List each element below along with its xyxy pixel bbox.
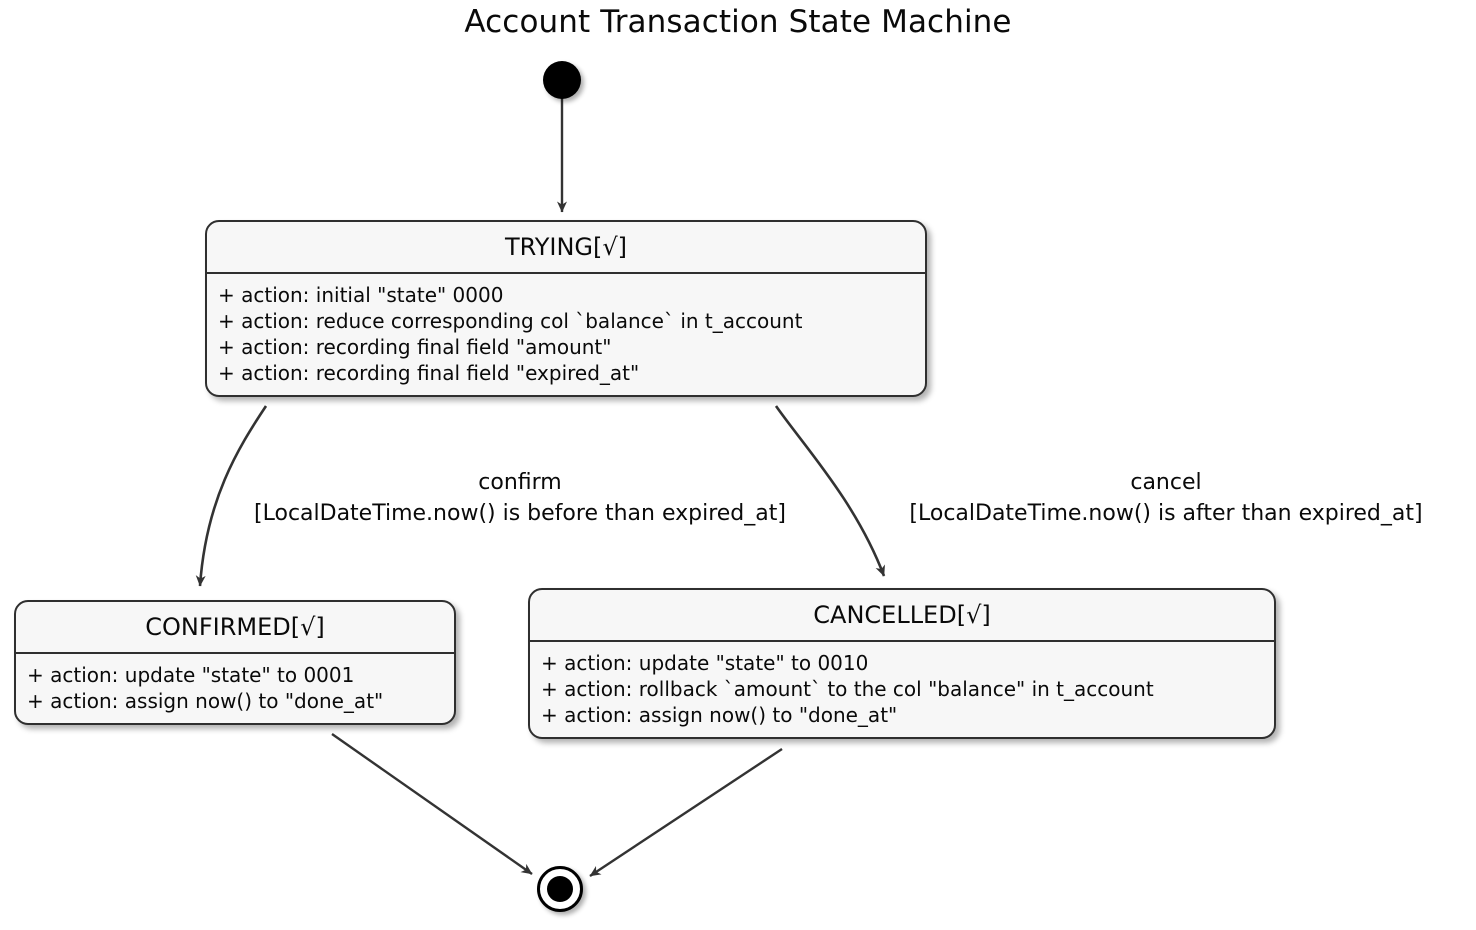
state-node-cancelled[interactable]: CANCELLED[√] + action: update "state" to… — [528, 588, 1276, 739]
state-title-cancelled: CANCELLED[√] — [813, 601, 991, 629]
state-divider — [207, 272, 925, 274]
page-title: Account Transaction State Machine — [464, 4, 1012, 40]
state-actions-confirmed: + action: update "state" to 0001 + actio… — [16, 654, 454, 723]
transition-label-cancel: cancel [LocalDateTime.now() is after tha… — [866, 468, 1466, 530]
transition-event-label: cancel — [1130, 470, 1202, 495]
state-actions-trying: + action: initial "state" 0000 + action:… — [207, 274, 925, 395]
transition-guard-label: [LocalDateTime.now() is after than expir… — [909, 501, 1423, 526]
state-actions-cancelled: + action: update "state" to 0010 + actio… — [530, 642, 1274, 737]
state-title-trying: TRYING[√] — [504, 233, 628, 261]
state-action-line: + action: assign now() to "done_at" — [541, 703, 898, 727]
state-action-line: + action: initial "state" 0000 — [218, 283, 504, 307]
initial-state-node — [543, 61, 581, 99]
transition-label-confirm: confirm [LocalDateTime.now() is before t… — [205, 468, 835, 530]
final-state-core — [547, 876, 573, 902]
transition-event-label: confirm — [478, 470, 562, 495]
state-action-line: + action: reduce corresponding col `bala… — [218, 309, 803, 333]
transition-guard-label: [LocalDateTime.now() is before than expi… — [254, 501, 786, 526]
state-action-line: + action: recording final field "expired… — [218, 361, 640, 385]
state-divider — [16, 652, 454, 654]
state-divider — [530, 640, 1274, 642]
state-action-line: + action: recording final field "amount" — [218, 335, 612, 359]
edge-confirmed-to-end — [331, 733, 533, 875]
final-state-node — [537, 866, 583, 912]
state-action-line: + action: assign now() to "done_at" — [27, 689, 384, 713]
edge-cancelled-to-end — [589, 747, 783, 878]
state-node-trying[interactable]: TRYING[√] + action: initial "state" 0000… — [205, 220, 927, 397]
state-action-line: + action: rollback `amount` to the col "… — [541, 677, 1154, 701]
state-node-confirmed[interactable]: CONFIRMED[√] + action: update "state" to… — [14, 600, 456, 725]
state-action-line: + action: update "state" to 0010 — [541, 651, 869, 675]
state-title-confirmed: CONFIRMED[√] — [145, 613, 325, 641]
state-action-line: + action: update "state" to 0001 — [27, 663, 355, 687]
